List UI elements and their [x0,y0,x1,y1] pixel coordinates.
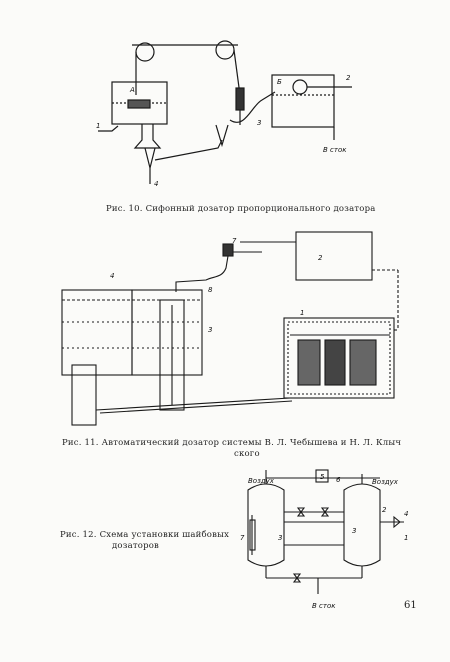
figure-12-caption-line1: Рис. 12. Схема установки шайбовых [60,530,230,540]
fig12-label-6: 6 [336,476,341,484]
box-2 [295,231,373,281]
dispenser-tube-3 [159,299,185,411]
unit-1 [283,317,395,399]
fig11-label-4: 4 [110,272,114,280]
fig10-label-2: 2 [346,74,351,82]
tank-right [131,289,203,376]
fig12-label-3b: 3 [352,527,356,535]
fig11-label-3: 3 [208,326,212,334]
fig12-label-1: 1 [404,534,408,542]
figure-11-caption-line2: ского [234,449,260,459]
fig12-label-drain: В сток [312,602,336,610]
fig10-label-drain: В сток [323,146,347,154]
vessel-left [247,483,285,567]
fig11-label-2: 2 [318,254,323,262]
fig12-label-air-right: Воздух [372,478,399,486]
fig12-label-2: 2 [382,506,387,514]
figure-10-caption: Рис. 10. Сифонный дозатор пропорциональн… [106,204,376,214]
fig12-label-4: 4 [404,510,408,518]
vessel-right [343,483,381,567]
fig10-label-4: 4 [154,180,158,188]
fig10-label-3: 3 [257,119,261,127]
fig10-label-a: А [129,86,135,94]
fig12-label-air-left: Воздух [248,477,275,485]
fig12-label-3a: 3 [278,534,282,542]
fig11-label-8: 8 [208,286,213,294]
fig10-label-b: Б [277,78,282,86]
figure-11-caption-line1: Рис. 11. Автоматический дозатор системы … [62,438,402,448]
page-number: 61 [404,600,417,611]
fig12-label-7: 7 [240,534,245,542]
figure-12-caption-line2: дозаторов [112,541,160,551]
fig11-label-1: 1 [300,309,304,317]
fig12-label-5: 5 [320,473,325,481]
fig10-label-1: 1 [96,122,100,130]
fig11-label-7: 7 [232,237,237,245]
tank-b [271,74,335,128]
